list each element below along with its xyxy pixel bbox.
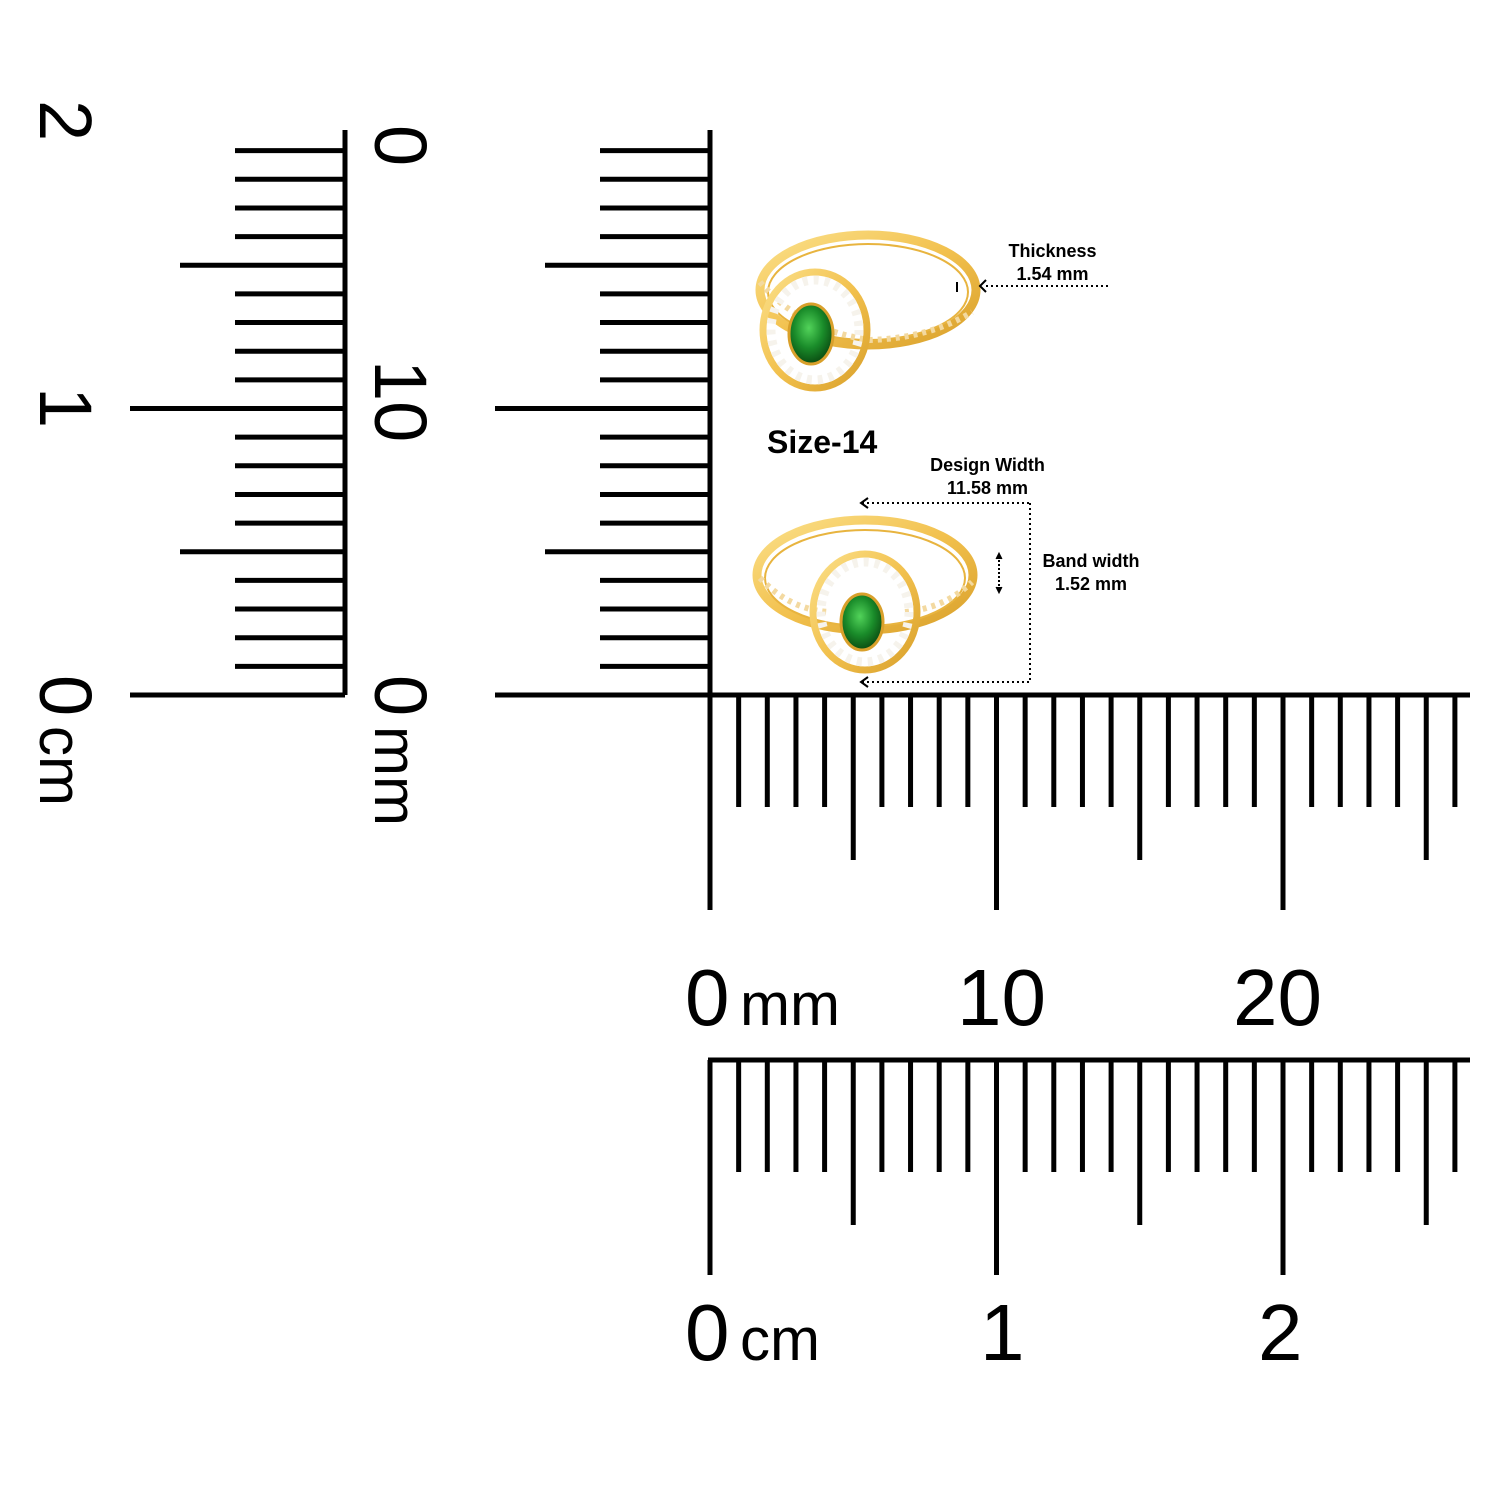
design-width-measure-lines bbox=[859, 497, 1031, 688]
vertical-mm-ruler: 0 mm 10 0 bbox=[359, 125, 713, 826]
vertical-cm-ruler: 0 cm 1 2 bbox=[24, 100, 348, 806]
vertical-cm-number-2: 2 bbox=[24, 100, 107, 141]
thickness-label: Thickness bbox=[1008, 241, 1097, 261]
design-width-annotation: Design Width 11.58 mm bbox=[915, 454, 1060, 500]
horizontal-cm-ticks bbox=[707, 1060, 1458, 1275]
horizontal-mm-ruler: 0 mm 10 20 bbox=[495, 692, 1470, 1042]
ring-front-view-image bbox=[752, 515, 978, 674]
band-width-label: Band width bbox=[1042, 551, 1140, 571]
vertical-cm-number-1: 1 bbox=[24, 387, 107, 428]
vertical-mm-unit: mm bbox=[362, 726, 429, 826]
vertical-mm-number-20: 0 bbox=[359, 125, 442, 166]
thickness-annotation: Thickness 1.54 mm bbox=[990, 240, 1115, 286]
emerald-gemstone-front-icon bbox=[839, 592, 885, 652]
vertical-mm-number-0: 0 bbox=[359, 675, 442, 716]
horizontal-mm-number-10: 10 bbox=[957, 953, 1046, 1042]
horizontal-mm-unit: mm bbox=[740, 971, 840, 1038]
band-width-measure-arrow bbox=[995, 551, 1003, 595]
ring-size-label: Size-14 bbox=[767, 424, 878, 460]
horizontal-cm-unit: cm bbox=[740, 1306, 820, 1373]
vertical-cm-ticks bbox=[130, 148, 345, 698]
vertical-mm-ticks bbox=[495, 148, 710, 698]
design-width-label: Design Width bbox=[930, 455, 1045, 475]
horizontal-mm-ticks bbox=[707, 695, 1458, 910]
ring-side-view-image bbox=[755, 230, 981, 392]
design-width-value: 11.58 mm bbox=[946, 478, 1029, 498]
vertical-mm-number-10: 10 bbox=[359, 360, 442, 442]
horizontal-mm-number-20: 20 bbox=[1233, 953, 1322, 1042]
band-width-value: 1.52 mm bbox=[1054, 574, 1128, 594]
vertical-cm-unit: cm bbox=[27, 726, 94, 806]
emerald-gemstone-icon bbox=[787, 302, 835, 366]
horizontal-cm-number-0: 0 bbox=[685, 1288, 730, 1377]
horizontal-cm-number-1: 1 bbox=[980, 1288, 1025, 1377]
horizontal-cm-ruler: 0 cm 1 2 bbox=[685, 1057, 1470, 1377]
horizontal-mm-number-0: 0 bbox=[685, 953, 730, 1042]
vertical-cm-number-0: 0 bbox=[24, 675, 107, 716]
band-width-annotation: Band width 1.52 mm bbox=[1030, 550, 1152, 596]
horizontal-cm-number-2: 2 bbox=[1258, 1288, 1303, 1377]
thickness-value: 1.54 mm bbox=[1016, 264, 1089, 284]
thickness-measure-line bbox=[978, 279, 1108, 293]
